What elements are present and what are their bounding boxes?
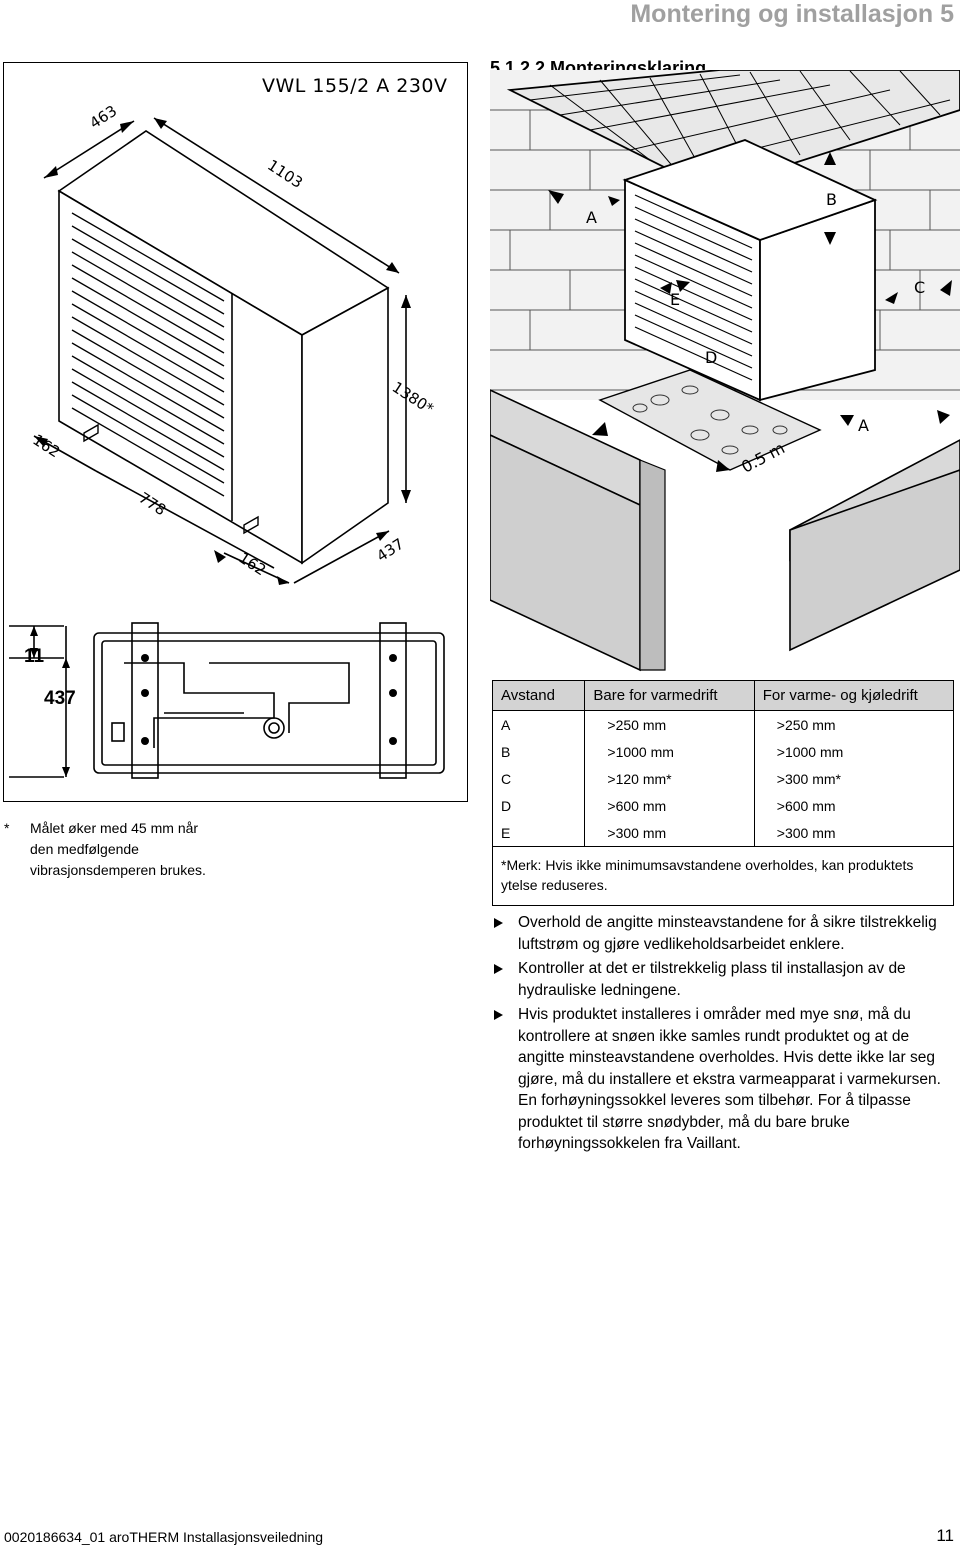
cell-label: A: [491, 710, 586, 738]
cell-heating: >1000 mm: [584, 738, 755, 765]
label-e: E: [670, 290, 681, 309]
cell-label: B: [491, 738, 586, 765]
bottom-view: [9, 622, 445, 779]
label-a-right: A: [858, 416, 869, 435]
bullet-arrow-icon: [494, 918, 503, 928]
instruction-item: Kontroller at det er tilstrekkelig plass…: [494, 958, 956, 1001]
cell-heating-cooling: >1000 mm: [753, 738, 955, 765]
table-row: C >120 mm* >300 mm*: [491, 765, 955, 792]
instruction-item: Overhold de angitte minsteavstandene for…: [494, 912, 956, 955]
label-d: D: [705, 348, 718, 367]
clearance-figure: A B C E D A 0.5 m: [490, 70, 960, 680]
clearance-table: Avstand Bare for varmedrift For varme- o…: [491, 680, 955, 906]
header-distance: Avstand: [491, 680, 586, 711]
bullet-arrow-icon: [494, 1010, 503, 1020]
header-heating-cooling: For varme- og kjøledrift: [753, 680, 955, 711]
cell-label: E: [491, 819, 586, 847]
instruction-list: Overhold de angitte minsteavstandene for…: [494, 912, 956, 1158]
clearance-drawing: [490, 70, 960, 672]
table-header-row: Avstand Bare for varmedrift For varme- o…: [491, 680, 955, 711]
cell-heating: >120 mm*: [584, 765, 755, 792]
instruction-text: Kontroller at det er tilstrekkelig plass…: [518, 960, 906, 999]
page-number: 11: [936, 1526, 954, 1545]
cell-heating: >250 mm: [584, 710, 755, 738]
dim-437-bottom: 437: [44, 688, 76, 709]
cell-heating-cooling: >250 mm: [753, 710, 955, 738]
cell-heating-cooling: >600 mm: [753, 792, 955, 819]
model-label: VWL 155/2 A 230V: [262, 75, 448, 97]
instruction-item: Hvis produktet installeres i områder med…: [494, 1004, 956, 1155]
bullet-arrow-icon: [494, 964, 503, 974]
table-row: A >250 mm >250 mm: [491, 710, 955, 738]
cell-heating: >600 mm: [584, 792, 755, 819]
instruction-text: Overhold de angitte minsteavstandene for…: [518, 914, 937, 953]
footnote-mark: *: [4, 820, 10, 836]
table-row: E >300 mm >300 mm: [491, 819, 955, 847]
cell-heating: >300 mm: [584, 819, 755, 847]
label-c: C: [914, 278, 926, 297]
table-row: B >1000 mm >1000 mm: [491, 738, 955, 765]
cell-heating-cooling: >300 mm: [753, 819, 955, 847]
footnote: * Målet øker med 45 mm når den medfølgen…: [4, 818, 214, 881]
label-a-top: A: [586, 208, 597, 227]
cell-label: C: [491, 765, 586, 792]
footnote-text: Målet øker med 45 mm når den medfølgende…: [30, 820, 206, 878]
dimension-drawing: [9, 117, 445, 779]
cell-heating-cooling: >300 mm*: [753, 765, 955, 792]
table-row: D >600 mm >600 mm: [491, 792, 955, 819]
table-note: *Merk: Hvis ikke minimumsavstandene over…: [492, 846, 954, 906]
louvers: [71, 212, 225, 497]
table-note-row: *Merk: Hvis ikke minimumsavstandene over…: [492, 846, 954, 906]
footer-document-id: 0020186634_01 aroTHERM Installasjonsveil…: [4, 1529, 324, 1545]
header-heating-only: Bare for varmedrift: [584, 680, 755, 711]
cell-label: D: [491, 792, 586, 819]
chapter-title: Montering og installasjon 5: [630, 0, 954, 28]
dim-11: 11: [24, 646, 45, 667]
dimension-figure: VWL 155/2 A 230V 463 1103 1380* 162 778 …: [3, 62, 468, 802]
label-b: B: [826, 190, 837, 209]
instruction-text: Hvis produktet installeres i områder med…: [518, 1006, 941, 1152]
